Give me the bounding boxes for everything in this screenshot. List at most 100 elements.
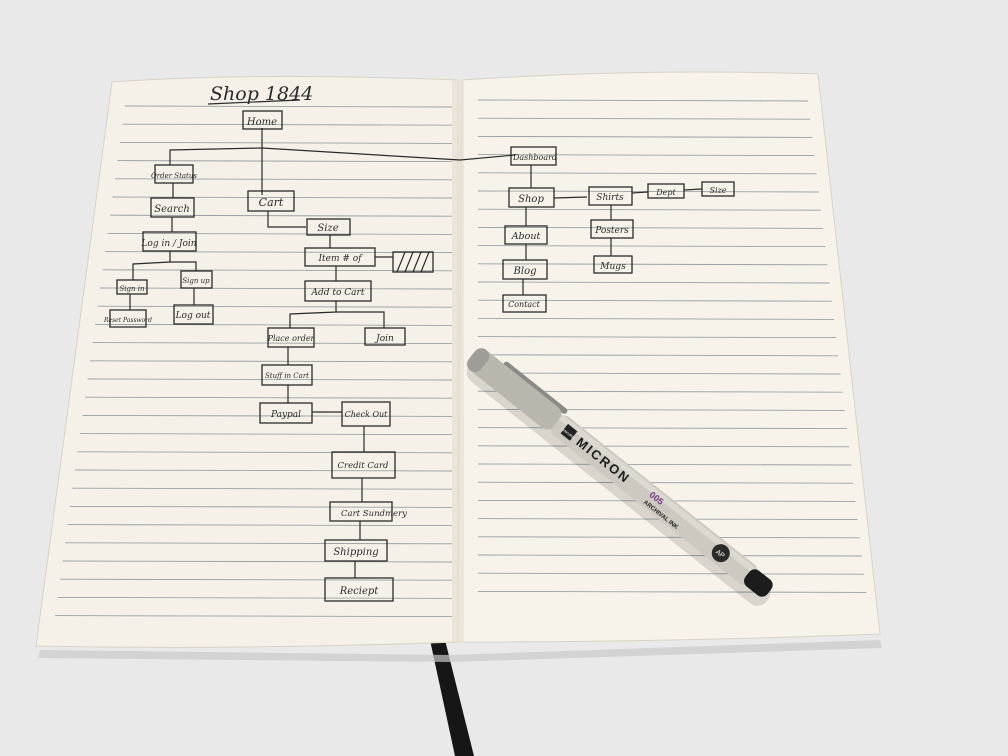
node-cart: Cart: [247, 190, 295, 212]
node-shop: Shop: [508, 187, 555, 208]
ruled-line: [85, 396, 453, 399]
ruled-line: [92, 342, 453, 345]
svg-text:Sign in: Sign in: [120, 285, 145, 293]
ruled-line: [102, 269, 453, 272]
node-place-order: Place order: [267, 327, 316, 348]
svg-text:Size: Size: [710, 186, 727, 195]
node-paypal: Paypal: [259, 402, 313, 424]
ruled-line: [477, 245, 826, 248]
node-receipt: Reciept: [324, 577, 394, 602]
svg-text:Size: Size: [317, 223, 338, 234]
ruled-line: [57, 596, 453, 599]
ruled-line: [55, 615, 453, 618]
node-about: About: [504, 225, 548, 245]
svg-text:About: About: [511, 231, 541, 242]
node-search: Search: [150, 197, 195, 218]
svg-text:Posters: Posters: [594, 226, 629, 236]
svg-text:Log in / Join: Log in / Join: [140, 239, 196, 249]
node-stuff-in-cart: Stuff in Cart: [261, 364, 313, 386]
node-size: Size: [306, 218, 351, 236]
ruled-line: [120, 141, 453, 144]
ruled-line: [477, 536, 860, 539]
node-home: Home: [242, 110, 283, 130]
ruled-line: [477, 135, 813, 138]
svg-text:Place order: Place order: [267, 334, 316, 343]
node-add-to-cart: Add to Cart: [304, 280, 372, 302]
ruled-line: [477, 427, 847, 430]
node-order-status: Order Status: [151, 164, 197, 184]
svg-text:Shop: Shop: [518, 194, 544, 205]
svg-text:Dept: Dept: [655, 188, 676, 197]
notebook-title: Shop 1844: [210, 83, 313, 105]
ruled-line: [110, 214, 453, 217]
node-contact: Contact: [502, 294, 547, 313]
ruled-line: [477, 554, 862, 557]
ruled-line: [477, 117, 811, 120]
node-posters: Posters: [590, 219, 634, 239]
svg-text:Shipping: Shipping: [333, 547, 378, 558]
node-mugs: Mugs: [593, 255, 633, 274]
node-size-right: Size: [701, 181, 735, 197]
ruled-line: [477, 226, 824, 229]
svg-text:AP: AP: [714, 549, 726, 560]
left-page-rules: [55, 105, 453, 618]
ruled-line: [112, 196, 453, 199]
node-dashboard: Dashboard: [510, 146, 557, 166]
svg-text:Shirts: Shirts: [596, 193, 624, 203]
micron-pen: SAKURA MICRON 005 ARCHIVAL INK AP: [466, 348, 773, 606]
pen-barrel: [551, 415, 758, 585]
pen-cap: [468, 349, 562, 430]
svg-text:Order Status: Order Status: [151, 172, 197, 180]
node-check-out: Check Out: [341, 401, 391, 427]
left-sitemap: Home Order Status Search Log in / Join S…: [103, 110, 516, 602]
ruled-line: [75, 469, 453, 472]
svg-text:Paypal: Paypal: [270, 410, 301, 420]
ruled-line: [87, 378, 453, 381]
right-page: [457, 71, 881, 643]
pen-tip: [743, 569, 773, 597]
ruled-line: [477, 354, 839, 357]
right-sitemap: Dashboard Shop Shirts Dept Size About Po…: [502, 146, 735, 313]
node-shirts: Shirts: [588, 186, 633, 206]
ruled-line: [67, 524, 453, 527]
node-credit-card: Credit Card: [331, 451, 396, 479]
svg-text:Stuff in Cart: Stuff in Cart: [265, 372, 309, 380]
svg-text:Blog: Blog: [513, 266, 537, 277]
svg-text:Mugs: Mugs: [599, 262, 626, 272]
ruled-line: [477, 99, 809, 102]
ruled-line: [477, 445, 850, 448]
ruled-line: [100, 287, 453, 290]
ruled-line: [122, 123, 453, 126]
ruled-line: [477, 281, 830, 284]
svg-text:Item # of: Item # of: [317, 254, 363, 264]
node-dept: Dept: [647, 183, 685, 199]
svg-text:Home: Home: [246, 117, 277, 128]
node-log-out: Log out: [173, 304, 214, 325]
ruled-line: [117, 160, 453, 163]
node-join: Join: [364, 327, 406, 346]
ruled-line: [477, 317, 834, 320]
ruled-line: [477, 463, 852, 466]
svg-text:Log out: Log out: [175, 311, 211, 321]
ruled-line: [477, 172, 817, 175]
ruled-line: [97, 305, 453, 308]
ruled-line: [95, 323, 453, 326]
ruled-line: [62, 560, 453, 563]
ruled-line: [124, 105, 453, 108]
ruled-line: [477, 572, 865, 575]
svg-text:Add to Cart: Add to Cart: [311, 288, 365, 298]
bookmark-ribbon: [430, 640, 474, 756]
node-shipping: Shipping: [324, 539, 388, 562]
svg-text:Dashboard: Dashboard: [512, 153, 557, 162]
node-sign-in: Sign in: [116, 279, 148, 295]
ruled-line: [90, 360, 453, 363]
ruled-line: [477, 208, 821, 211]
node-sign-up: Sign up: [180, 270, 213, 289]
ruled-line: [477, 590, 867, 593]
svg-text:Cart: Cart: [259, 196, 284, 209]
ruled-line: [477, 481, 854, 484]
ruled-line: [107, 232, 453, 235]
ruled-line: [477, 299, 832, 302]
ruled-line: [60, 578, 453, 581]
ruled-line: [80, 433, 453, 436]
